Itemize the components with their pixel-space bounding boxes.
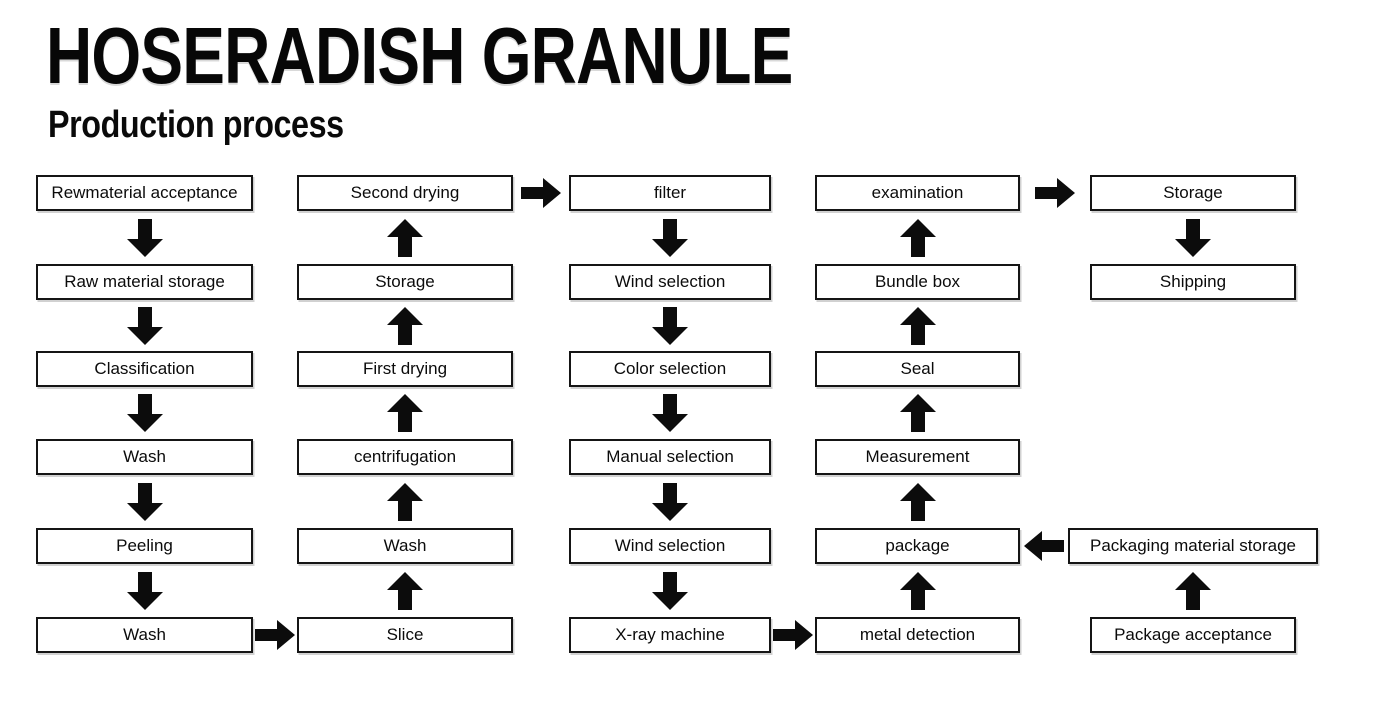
flow-node-wash-1: Wash [36,439,253,475]
arrow-down-icon [652,306,688,345]
flow-node-label: Slice [386,625,424,644]
arrow-down-icon [652,394,688,432]
flow-node-metal-detection: metal detection [815,617,1020,653]
arrow-up-icon [387,482,423,521]
flow-node-label: Wind selection [614,536,726,555]
flow-node-label: Color selection [613,359,727,378]
arrow-up-icon [899,482,936,521]
flow-node-label: Manual selection [606,447,734,466]
flow-node-shipping: Shipping [1090,264,1296,300]
flow-node-filter: filter [569,175,771,211]
flow-node-label: Wash [123,625,166,644]
arrow-down-icon [652,218,688,257]
arrow-down-icon [126,482,163,521]
flow-node-wind-selection-2: Wind selection [569,528,771,564]
flow-node-rewmaterial-acceptance: Rewmaterial acceptance [36,175,253,211]
flow-node-label: Second drying [350,183,460,202]
flow-node-centrifugation: centrifugation [297,439,513,475]
arrow-down-icon [126,218,163,257]
flow-node-x-ray-machine: X-ray machine [569,617,771,653]
arrow-down-icon [126,394,163,432]
page-subtitle: Production process [48,104,344,146]
page-title: HOSERADISH GRANULE [46,11,793,100]
flow-node-label: Measurement [865,447,970,466]
flow-node-label: First drying [362,359,448,378]
arrow-down-icon [126,571,163,610]
arrow-left-icon [1024,531,1064,561]
flow-node-label: Packaging material storage [1089,536,1296,555]
arrow-down-icon [652,571,688,610]
flow-node-peeling: Peeling [36,528,253,564]
flow-node-wind-selection-1: Wind selection [569,264,771,300]
flow-node-package: package [815,528,1020,564]
flow-node-packaging-material-storage: Packaging material storage [1068,528,1318,564]
flow-node-label: Wash [383,536,427,555]
flow-node-label: Classification [94,359,195,378]
flow-node-label: metal detection [859,625,976,644]
flow-node-label: package [885,536,950,555]
flow-node-label: Raw material storage [64,272,225,291]
flow-node-second-drying: Second drying [297,175,513,211]
arrow-down-icon [126,306,163,345]
flow-node-storage-1: Storage [297,264,513,300]
arrow-up-icon [387,306,423,345]
flow-node-label: Package acceptance [1114,625,1272,644]
flow-node-label: centrifugation [353,447,457,466]
flow-node-wash-3: Wash [297,528,513,564]
flow-node-label: Shipping [1159,272,1227,291]
arrow-right-icon [521,178,561,208]
flow-node-label: Seal [900,359,935,378]
arrow-right-icon [773,620,813,650]
arrow-down-icon [652,482,688,521]
flow-node-label: Storage [375,272,435,291]
flow-node-package-acceptance: Package acceptance [1090,617,1296,653]
arrow-up-icon [899,218,936,257]
arrow-down-icon [1175,218,1211,257]
flow-node-measurement: Measurement [815,439,1020,475]
flow-node-label: Wind selection [614,272,726,291]
flow-node-wash-2: Wash [36,617,253,653]
arrow-up-icon [387,571,423,610]
flow-node-manual-selection: Manual selection [569,439,771,475]
flow-node-label: Rewmaterial acceptance [51,183,238,202]
flow-node-raw-material-storage: Raw material storage [36,264,253,300]
flow-node-label: Bundle box [874,272,961,291]
arrow-up-icon [899,571,936,610]
flow-node-label: Storage [1163,183,1223,202]
flow-node-examination: examination [815,175,1020,211]
arrow-right-icon [255,620,295,650]
flow-node-label: filter [653,183,687,202]
flow-node-label: Wash [123,447,166,466]
arrow-up-icon [899,394,936,432]
flow-node-color-selection: Color selection [569,351,771,387]
arrow-up-icon [899,306,936,345]
flow-node-label: X-ray machine [615,625,725,644]
flow-node-seal: Seal [815,351,1020,387]
flow-node-label: examination [871,183,964,202]
arrow-up-icon [387,394,423,432]
arrow-right-icon [1035,178,1075,208]
arrow-up-icon [1175,571,1211,610]
flow-node-classification: Classification [36,351,253,387]
flow-node-slice: Slice [297,617,513,653]
flow-node-first-drying: First drying [297,351,513,387]
arrow-up-icon [387,218,423,257]
flow-node-label: Peeling [116,536,173,555]
flow-node-bundle-box: Bundle box [815,264,1020,300]
flow-node-storage-2: Storage [1090,175,1296,211]
